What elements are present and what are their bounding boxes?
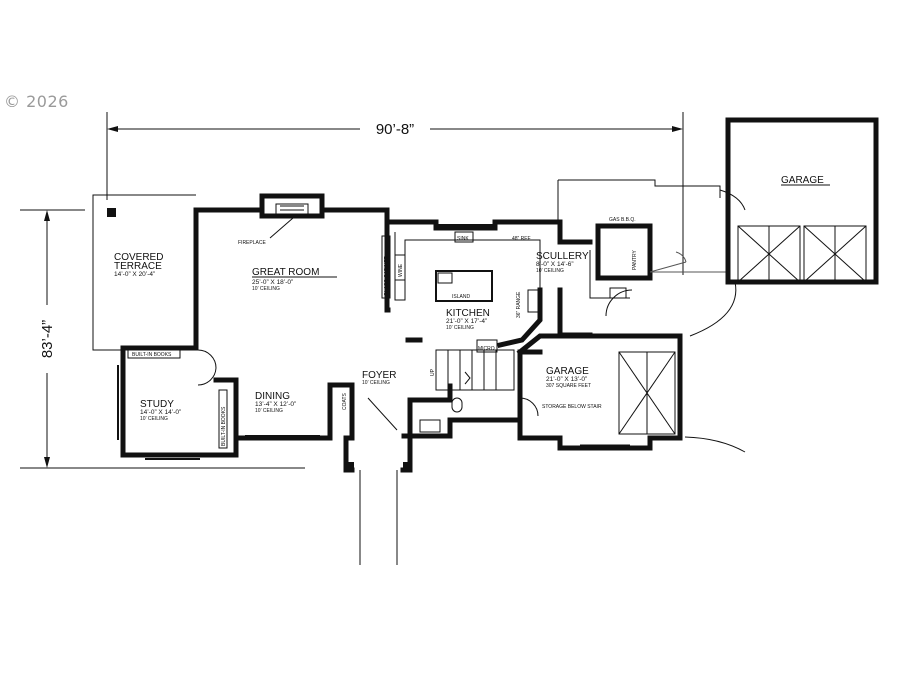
scullery-name: SCULLERY — [536, 251, 589, 262]
covered-terrace-name-2: TERRACE — [114, 261, 162, 272]
study-built-in-books-top: BUILT-IN BOOKS — [132, 352, 172, 358]
width-dimension: 90’-8” — [106, 112, 684, 275]
kitchen-ceiling: 10’ CEILING — [446, 325, 474, 331]
foyer: FOYER 10’ CEILING — [346, 370, 411, 565]
main-walls: FIREPLACE UP — [117, 193, 563, 473]
study: STUDY 14’-0” X 14’-0” 10’ CEILING BUILT-… — [127, 349, 228, 449]
coats-label: COATS — [342, 392, 348, 410]
glass-cabinet-label: GLASS CABINET — [384, 256, 390, 296]
kitchen-name: KITCHEN — [446, 308, 490, 319]
covered-terrace: COVERED TERRACE 14’-0” X 20’-4” — [92, 194, 196, 351]
dining: DINING 13’-4” X 12’-0” 10’ CEILING COATS — [255, 391, 348, 414]
depth-dimension: 83’-4” — [20, 209, 305, 469]
detached-garage-name: GARAGE — [781, 175, 824, 186]
scullery-ceiling: 10’ CEILING — [536, 268, 564, 274]
attached-garage-area: 307 SQUARE FEET — [546, 383, 591, 389]
wine-label: WINE — [398, 263, 404, 277]
great-room-ceiling: 10’ CEILING — [252, 286, 280, 292]
attached-garage-name: GARAGE — [546, 366, 589, 377]
island-label: ISLAND — [452, 294, 470, 300]
dining-size: 13’-4” X 12’-0” — [255, 401, 296, 408]
study-ceiling: 10’ CEILING — [140, 416, 168, 422]
study-name: STUDY — [140, 399, 174, 410]
fireplace-label: FIREPLACE — [238, 240, 266, 246]
detached-garage: GARAGE — [689, 117, 879, 337]
dining-ceiling: 10’ CEILING — [255, 408, 283, 414]
great-room: GREAT ROOM 25’-0” X 18’-0” 10’ CEILING — [252, 267, 337, 292]
depth-dimension-label: 83’-4” — [39, 320, 56, 358]
scullery-size: 8’-0” X 14’-6” — [536, 261, 574, 268]
scullery: GAS B.B.Q. PANTRY SCULLERY 8’-0” X 14’-6… — [536, 179, 728, 338]
pantry-label: PANTRY — [632, 250, 638, 270]
range-label: 36” RANGE — [516, 291, 522, 318]
study-size: 14’-0” X 14’-0” — [140, 409, 181, 416]
width-dimension-label: 90’-8” — [376, 121, 414, 138]
gas-bbq-label: GAS B.B.Q. — [609, 217, 636, 223]
covered-terrace-size: 14’-0” X 20’-4” — [114, 271, 155, 278]
attached-garage-size: 21’-0” X 13’-0” — [546, 376, 587, 383]
sink-label: SINK — [457, 236, 469, 242]
ref-label: 48” REF — [512, 236, 531, 242]
attached-garage: GARAGE 21’-0” X 13’-0” 307 SQUARE FEET S… — [516, 333, 746, 453]
foyer-ceiling: 10’ CEILING — [362, 380, 390, 386]
storage-label: STORAGE BELOW STAIR — [542, 404, 602, 410]
great-room-name: GREAT ROOM — [252, 267, 319, 278]
kitchen-size: 21’-0” X 17’-4” — [446, 318, 487, 325]
great-room-size: 25’-0” X 18’-0” — [252, 279, 293, 286]
copyright-watermark: © 2026 — [4, 92, 69, 111]
dining-name: DINING — [255, 391, 290, 402]
stair-up-label: UP — [430, 368, 436, 376]
foyer-name: FOYER — [362, 370, 396, 381]
kitchen: GLASS CABINET WINE ISLAND SINK 48” REF 3… — [381, 231, 543, 353]
study-built-in-books-side: BUILT-IN BOOKS — [221, 406, 227, 446]
micro-label: MICRO — [478, 346, 495, 352]
covered-terrace-name-1: COVERED — [114, 252, 163, 263]
